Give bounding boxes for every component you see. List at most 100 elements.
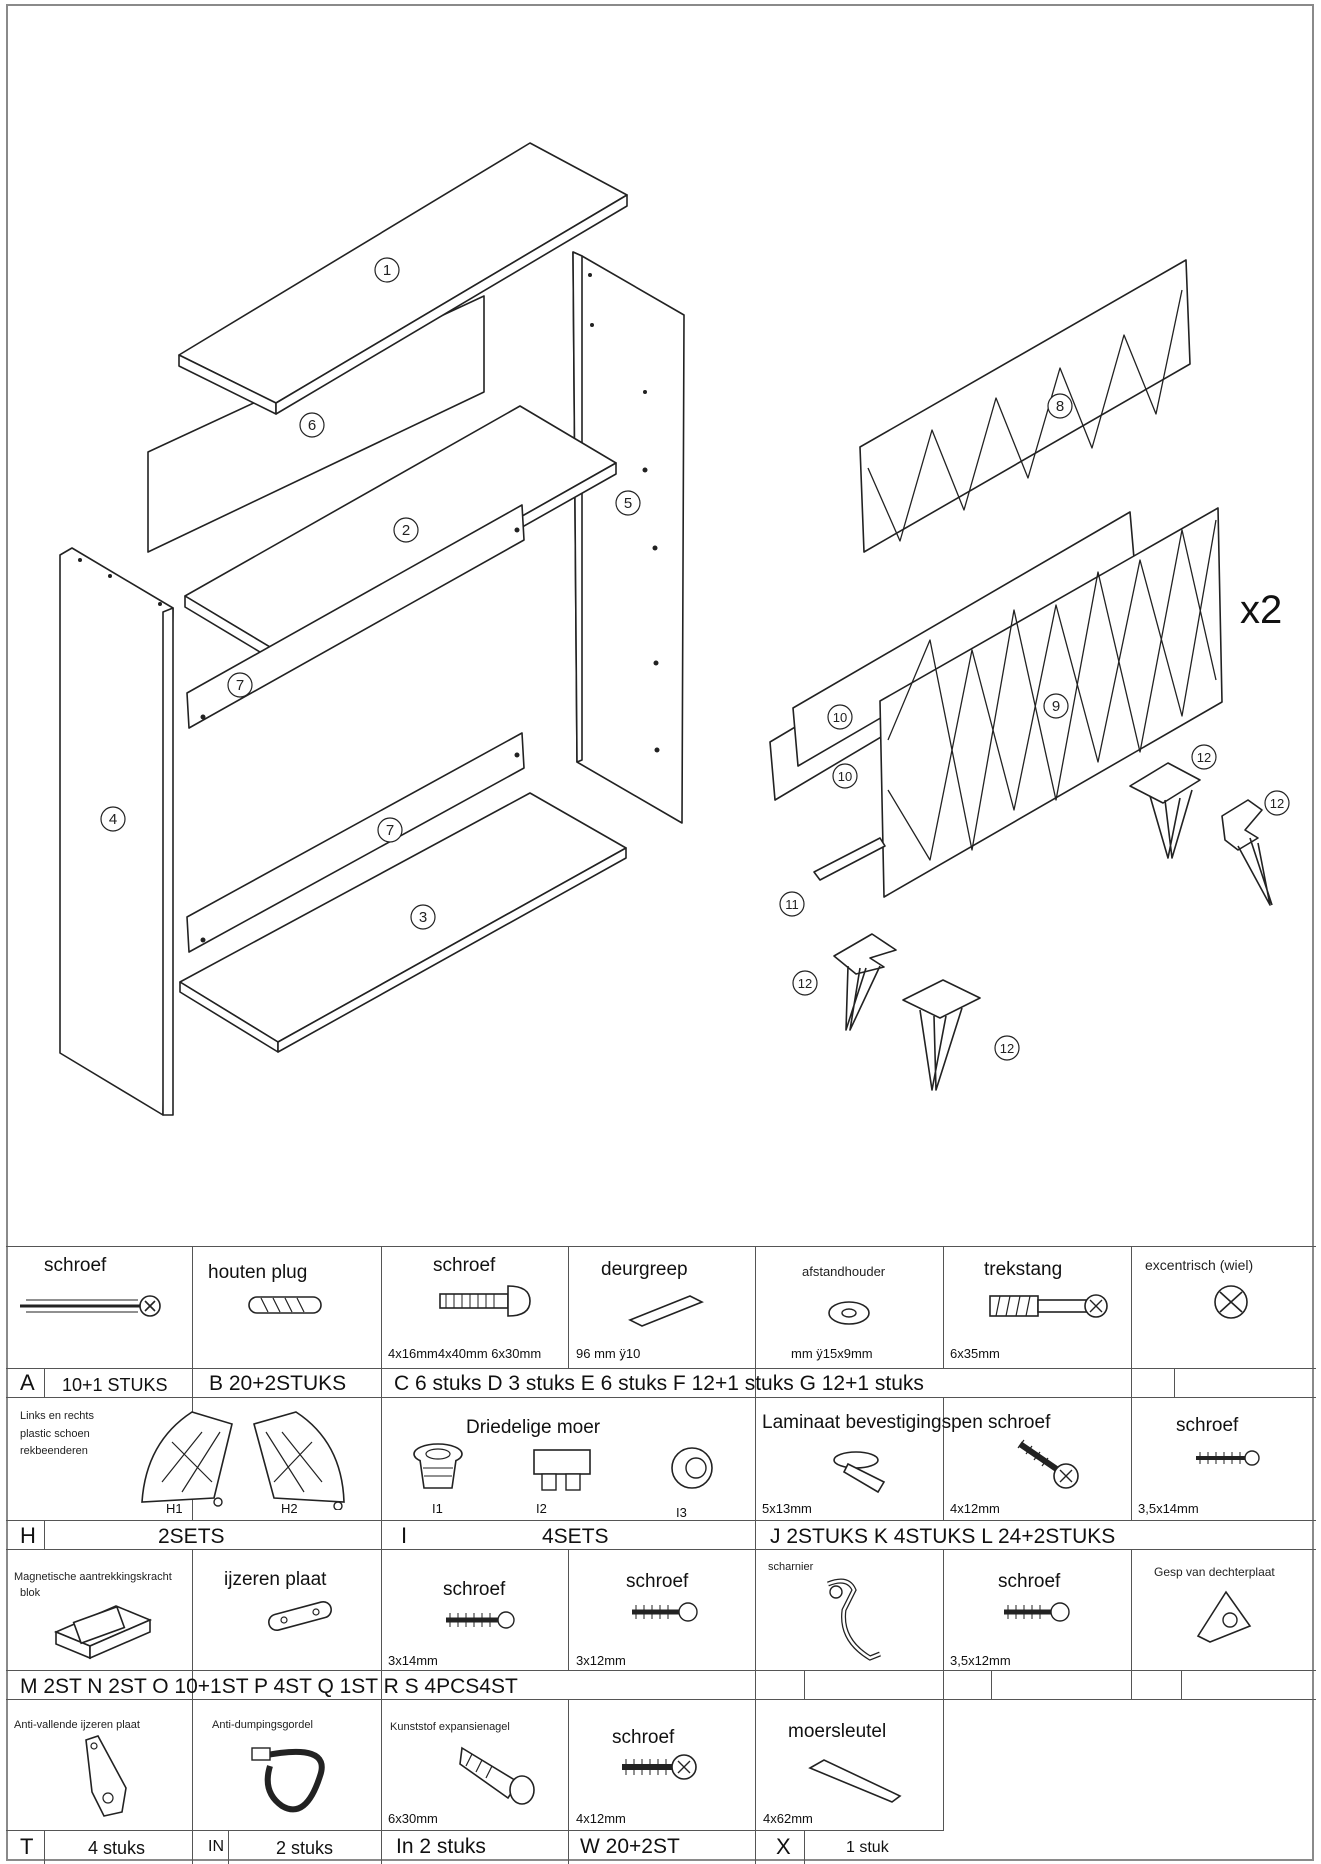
part-name-links-en-rechts: Links en rechts <box>20 1410 94 1422</box>
part-callout-number: 2 <box>402 522 410 539</box>
leg-12-b <box>1221 799 1273 906</box>
expansion-anchor-icon <box>459 1746 535 1805</box>
leg-12-d <box>902 979 981 1091</box>
part-letter-a: A <box>20 1370 35 1395</box>
screw-icon <box>632 1602 698 1622</box>
part-letter-in: IN <box>208 1838 224 1855</box>
magnetic-catch-icon <box>53 1605 153 1660</box>
part-callout-number: 1 <box>383 262 391 279</box>
table-line <box>1131 1397 1132 1520</box>
screw-icon <box>1004 1602 1070 1622</box>
part-dims-w: 4x12mm <box>576 1811 626 1826</box>
table-line <box>6 1670 1316 1671</box>
part-name-anti-dumpingsgordel: Anti-dumpingsgordel <box>212 1719 313 1731</box>
part-qty-j-k-l: J 2STUKS K 4STUKS L 24+2STUKS <box>770 1525 1116 1548</box>
part-sub-h1: H1 <box>166 1501 183 1516</box>
table-line <box>6 1397 1316 1398</box>
rail-7-upper <box>186 504 525 729</box>
table-line <box>755 1397 756 1549</box>
part-name-ijzeren-plaat: ijzeren plaat <box>224 1569 327 1590</box>
part-dims-x: 4x62mm <box>763 1811 813 1826</box>
table-line <box>1181 1670 1182 1699</box>
part-qty-a: 10+1 STUKS <box>62 1375 168 1395</box>
table-line <box>568 1246 569 1368</box>
part-callout-number: 8 <box>1056 398 1064 415</box>
panel-5 <box>572 251 685 824</box>
part-callout-circle <box>377 817 403 843</box>
part-callout-number: 12 <box>1000 1041 1014 1056</box>
part-name-deurgreep: deurgreep <box>601 1259 688 1280</box>
laminate-pin-icon <box>833 1451 886 1494</box>
part-sub-h2: H2 <box>281 1501 298 1516</box>
part-name-scharnier: scharnier <box>768 1561 814 1573</box>
part-callout-number: 12 <box>1270 796 1284 811</box>
part-qty-x: 1 stuk <box>846 1839 889 1856</box>
table-line <box>804 1670 805 1699</box>
part-callout-circle <box>792 970 818 996</box>
part-name-trekstang: trekstang <box>984 1259 1063 1280</box>
table-line <box>1131 1246 1132 1397</box>
part-name-schroef-w: schroef <box>612 1727 675 1748</box>
part-qty-t: 4 stuks <box>88 1838 146 1858</box>
part-name-schroef-r: schroef <box>998 1571 1061 1592</box>
part-name-schroef-o: schroef <box>443 1579 506 1600</box>
table-line <box>381 1699 382 1864</box>
part-name-gesp: Gesp van dechterplaat <box>1154 1565 1275 1579</box>
part-dims-afstandhouder: mm ÿ15x9mm <box>791 1346 873 1361</box>
part-name-houten-plug: houten plug <box>208 1262 308 1283</box>
table-line <box>192 1699 193 1864</box>
table-line <box>6 1830 944 1831</box>
part-name-kunststof-expansienagel: Kunststof expansienagel <box>390 1721 510 1733</box>
table-line <box>568 1549 569 1670</box>
hinge-stays-icon <box>141 1411 345 1510</box>
part-dims-l: 3,5x14mm <box>1138 1501 1199 1516</box>
table-line <box>6 1368 1316 1369</box>
table-line <box>804 1830 805 1864</box>
part-qty-h: 2SETS <box>158 1525 225 1548</box>
table-line <box>192 1549 193 1699</box>
part-qty-w: W 20+2ST <box>580 1835 680 1858</box>
table-line <box>6 1246 1316 1247</box>
part-callout-circle <box>100 806 126 832</box>
part-callout-circle <box>1191 744 1217 770</box>
part-callout-number: 10 <box>838 769 852 784</box>
panel-4-edge <box>162 607 174 1116</box>
screw-icon <box>622 1754 697 1780</box>
table-line <box>6 1520 1316 1521</box>
part-11 <box>813 837 886 881</box>
bolt-screw-icon <box>439 1285 531 1317</box>
part-callout-circle <box>1264 790 1290 816</box>
part-name-plastic-schoen: plastic schoen <box>20 1428 90 1440</box>
part-letter-i: I <box>401 1523 408 1548</box>
table-line <box>991 1670 992 1699</box>
part-dims-o: 3x14mm <box>388 1653 438 1668</box>
part-qty-m-to-s: M 2ST N 2ST O 10+1ST P 4ST Q 1ST R S 4PC… <box>20 1675 518 1698</box>
part-qty-i: 4SETS <box>542 1525 609 1548</box>
part-callout-number: 11 <box>785 897 799 912</box>
part-callout-circle <box>1043 693 1069 719</box>
table-line <box>755 1549 756 1699</box>
part-name-excentrisch: excentrisch (wiel) <box>1145 1257 1254 1273</box>
part-callout-circle <box>779 891 805 917</box>
parts-table: schroef houten plug schroef deurgreep af… <box>6 1246 1320 1864</box>
panel-holes <box>78 273 660 943</box>
part-dims-p: 3x12mm <box>576 1653 626 1668</box>
panel-4 <box>59 547 174 1116</box>
part-name-schroef: schroef <box>44 1255 107 1276</box>
part-callout-circle <box>615 490 641 516</box>
part-callout-number: 5 <box>624 495 632 512</box>
part-callout-circle <box>827 704 853 730</box>
part-callout-number: 3 <box>419 909 427 926</box>
part-callout-number: 10 <box>833 710 847 725</box>
spacer-washer-icon <box>828 1301 870 1325</box>
part-callout-circle <box>1047 393 1073 419</box>
part-sub-i2: I2 <box>536 1501 547 1516</box>
table-line <box>568 1699 569 1864</box>
part-letter-x: X <box>776 1834 791 1859</box>
table-line <box>6 1699 1316 1700</box>
part-name-laminaat-bevestigingspen-schroef: Laminaat bevestigingspen schroef <box>762 1412 1051 1433</box>
table-line <box>44 1830 45 1864</box>
part-name-blok: blok <box>20 1587 41 1599</box>
table-line <box>192 1246 193 1397</box>
